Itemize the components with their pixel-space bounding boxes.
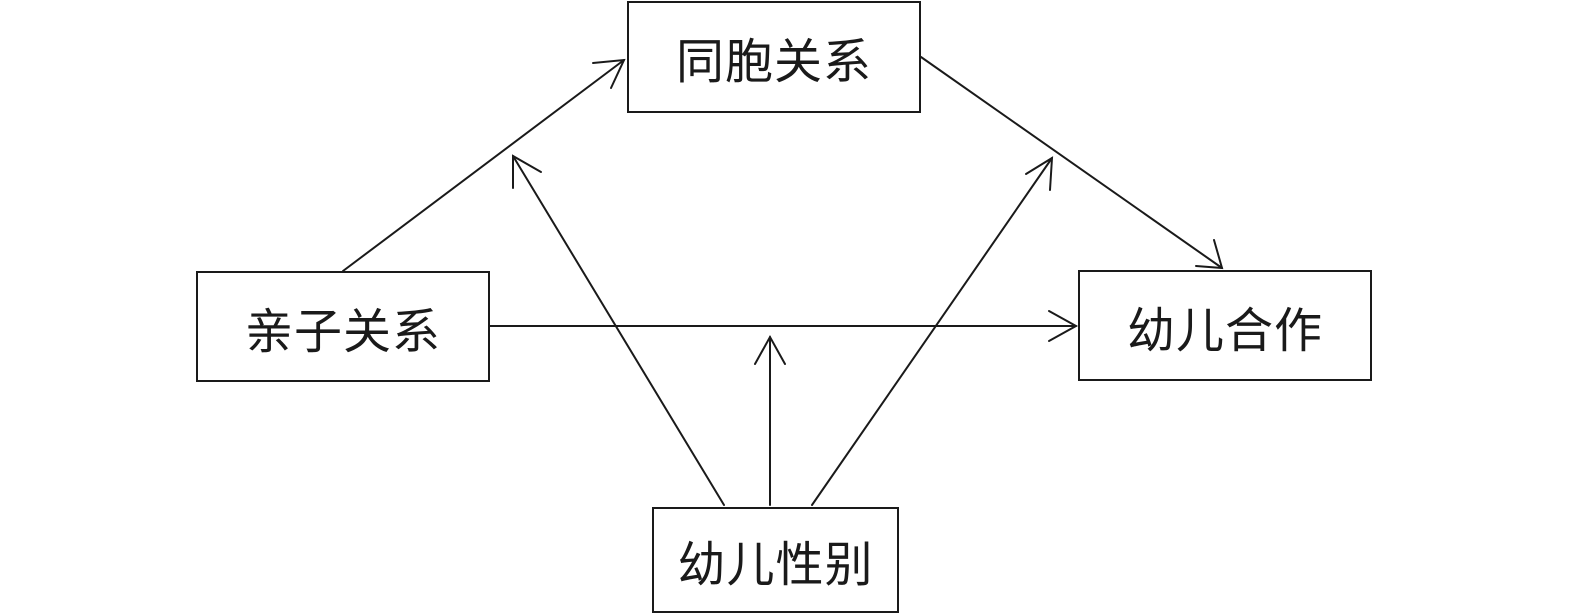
node-label: 幼儿性别 <box>677 537 874 593</box>
node-label: 亲子关系 <box>244 303 441 360</box>
edge-parent-to-sibling <box>342 58 626 272</box>
edge-parent-to-cooperation <box>489 310 1079 342</box>
node-label: 同胞关系 <box>675 34 872 90</box>
node-child-cooperation: 幼儿合作 <box>1078 270 1372 381</box>
node-parent-child-relationship: 亲子关系 <box>196 271 490 382</box>
node-sibling-relationship: 同胞关系 <box>627 1 921 113</box>
node-label: 幼儿合作 <box>1126 302 1323 359</box>
node-child-gender: 幼儿性别 <box>652 507 899 613</box>
edge-gender-moderates-sibling-cooperation <box>811 156 1054 506</box>
edge-gender-moderates-parent-sibling <box>512 154 725 506</box>
edge-gender-moderates-direct-path <box>754 334 786 506</box>
edge-sibling-to-cooperation <box>920 56 1224 270</box>
